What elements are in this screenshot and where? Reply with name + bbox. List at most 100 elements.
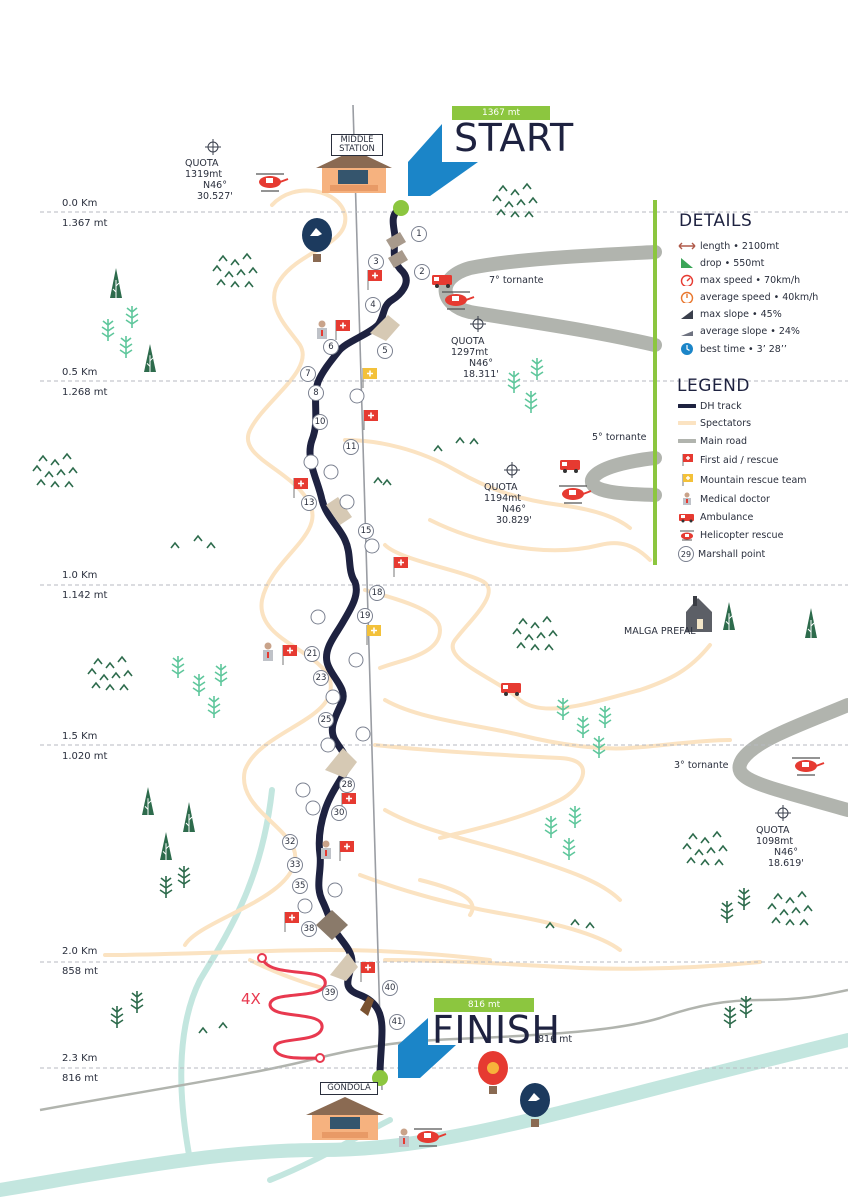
gondola-label: GONDOLA — [320, 1082, 378, 1095]
average-slope-icon — [678, 325, 696, 337]
marshall-point-empty — [349, 388, 365, 404]
marshall-point-empty — [327, 882, 343, 898]
marshall-point-11: 11 — [343, 439, 359, 455]
tree-fir — [723, 1006, 737, 1028]
clock-icon — [678, 343, 696, 355]
detail-average-speed-text: average speed • 40km/h — [700, 291, 819, 303]
quota-word: QUOTA — [756, 825, 790, 836]
start-title: START — [454, 116, 574, 160]
bush — [528, 196, 538, 204]
bush — [206, 541, 216, 549]
bush — [803, 904, 813, 912]
marshall-point-empty — [295, 782, 311, 798]
start-dot — [393, 200, 409, 216]
legend-mountain-rescue-text: Mountain rescue team — [700, 474, 807, 486]
tree-fir — [507, 371, 521, 393]
helicopter-icon — [792, 757, 825, 776]
marshall-point-15: 15 — [358, 523, 374, 539]
detail-max-speed: max speed • 70km/h — [678, 272, 800, 288]
ambulance-icon — [560, 460, 580, 473]
km-marker-5: 2.3 Km — [62, 1053, 98, 1064]
bush — [224, 270, 234, 278]
bush — [516, 198, 526, 206]
quota-word: QUOTA — [484, 482, 518, 493]
mountain-rescue-flag-icon — [366, 625, 381, 645]
bush — [105, 661, 115, 669]
bush — [373, 476, 383, 484]
marshall-point-8: 8 — [308, 385, 324, 401]
marshall-point-41: 41 — [389, 1014, 405, 1030]
legend-medical-doctor: Medical doctor — [678, 491, 770, 507]
bush — [111, 671, 121, 679]
tree-fir — [110, 1006, 124, 1028]
target-icon — [504, 462, 520, 478]
bush — [779, 908, 789, 916]
km-altitude-0: 1.367 mt — [62, 218, 108, 229]
bush — [536, 631, 546, 639]
medical-doctor-icon — [321, 840, 331, 859]
legend-first-aid: First aid / rescue — [678, 452, 778, 468]
bush — [522, 182, 532, 190]
bush — [516, 641, 526, 649]
detail-average-slope-text: average slope • 24% — [700, 325, 800, 337]
marshall-point-18: 18 — [369, 585, 385, 601]
max-speed-gauge-icon — [678, 274, 696, 286]
marshall-point-25: 25 — [318, 712, 334, 728]
bush — [700, 858, 710, 866]
helicopter-icon — [256, 173, 289, 192]
quota-altitude: 1194mt — [484, 493, 522, 504]
marshall-point-35: 35 — [292, 878, 308, 894]
start-altitude-badge: 1367 mt — [452, 106, 550, 120]
bush — [248, 266, 258, 274]
marshall-point-10: 10 — [312, 414, 328, 430]
tree-fir — [739, 996, 753, 1018]
bush — [686, 856, 696, 864]
marshall-point-icon: 29 — [678, 546, 694, 562]
quota-min: 30.527' — [197, 191, 233, 202]
quota-label-4: QUOTA 1098mt N46° 18.619' — [756, 825, 804, 869]
bush — [542, 615, 552, 623]
bush — [382, 478, 392, 486]
quota-min: 18.311' — [463, 369, 499, 380]
detail-length-text: length • 2100mt — [700, 240, 780, 252]
marshall-point-empty — [339, 494, 355, 510]
bush — [117, 655, 127, 663]
bush — [492, 194, 502, 202]
first-aid-flag-icon — [284, 912, 299, 932]
detail-best-time: best time • 3’ 28’’ — [678, 341, 787, 357]
bush — [773, 892, 783, 900]
marshall-point-empty — [303, 454, 319, 470]
bush — [718, 844, 728, 852]
detail-drop-text: drop • 550mt — [700, 257, 765, 269]
tree-fir — [192, 674, 206, 696]
first-aid-flag-icon — [678, 454, 696, 466]
tree-fir — [125, 306, 139, 328]
tree-fir — [720, 901, 734, 923]
ambulance-icons — [432, 275, 580, 696]
marshall-point-1: 1 — [411, 226, 427, 242]
legend-medical-doctor-text: Medical doctor — [700, 493, 770, 505]
km-marker-1: 0.5 Km — [62, 367, 98, 378]
bush — [62, 452, 72, 460]
target-icon — [205, 139, 221, 155]
tree-fir — [130, 991, 144, 1013]
bush — [585, 921, 595, 929]
target-icon — [470, 316, 486, 332]
helicopter-icon — [559, 485, 592, 504]
bush — [38, 454, 48, 462]
tree-fir — [737, 888, 751, 910]
marshall-point-empty — [325, 689, 341, 705]
bush — [91, 681, 101, 689]
detail-max-slope: max slope • 45% — [678, 306, 782, 322]
detail-length: length • 2100mt — [678, 238, 779, 254]
bush — [56, 468, 66, 476]
bush — [68, 466, 78, 474]
quota-lat: N46° — [469, 358, 493, 369]
legend-mountain-rescue: Mountain rescue team — [678, 472, 807, 488]
tree — [723, 602, 735, 636]
ambulance-icon — [678, 511, 696, 523]
marshall-point-2: 2 — [414, 264, 430, 280]
helicopter-icon — [678, 529, 696, 541]
spectator-paths — [103, 188, 762, 992]
